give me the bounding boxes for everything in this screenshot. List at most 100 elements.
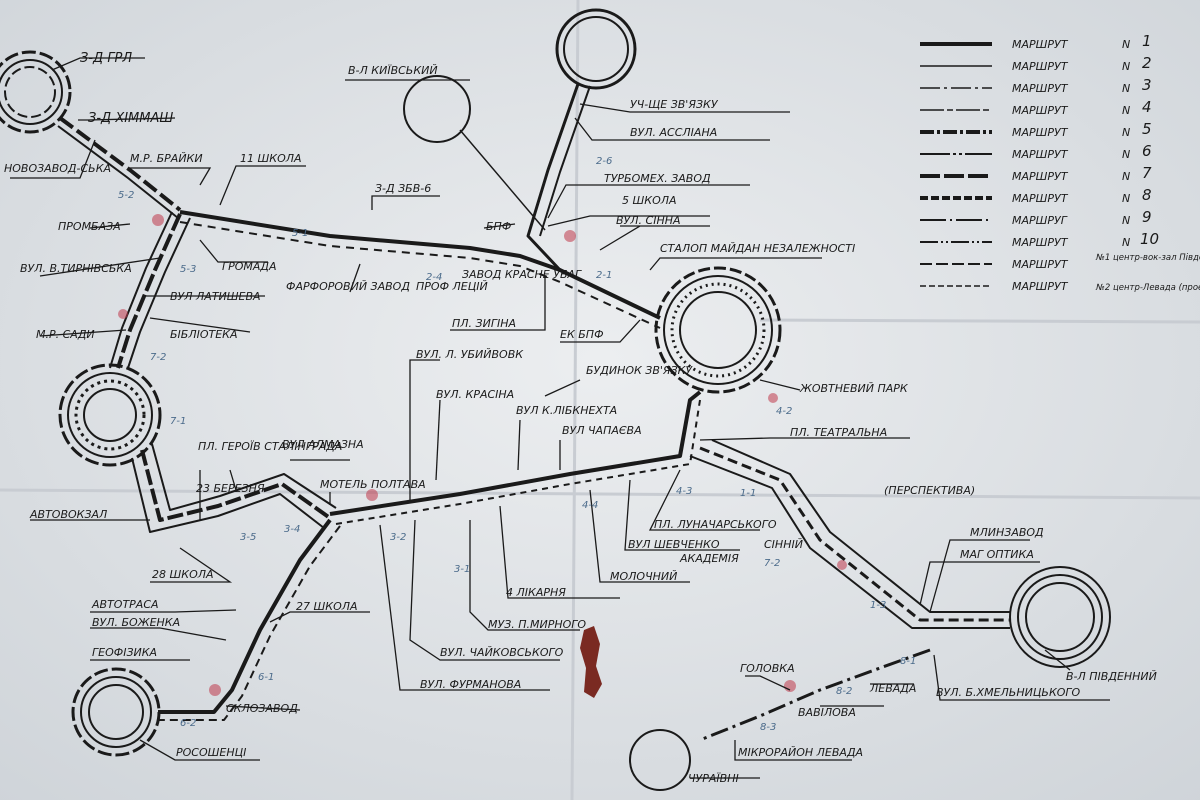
legend-label: МАРШРУГ [1012,214,1068,227]
terminal-zvyazku-ring [555,8,637,90]
legend-n: N [1122,38,1130,51]
label-molochnyi: МОЛОЧНИЙ [610,570,677,583]
code-label: 6-2 [180,718,196,729]
label-avtovokzal: АВТОВОКЗАЛ [29,508,107,521]
label-libknekhta: ВУЛ К.ЛІБКНЕХТА [516,404,617,417]
code-label: 8-1 [900,656,916,667]
route-network [57,83,1010,742]
label-lunacharskoho: ПЛ. ЛУНАЧАРСЬКОГО [654,518,777,531]
label-school5: 5 ШКОЛА [622,194,677,207]
legend-note: №2 центр-Левада (проект) [1095,283,1200,293]
route-braiky-maidan [179,210,661,320]
code-label: 1-3 [870,600,886,611]
route-gri-braiky-inner [57,125,179,219]
code-label: 3-5 [240,532,256,543]
label-berezia: 23 БЕРЕЗНЯ [196,482,265,495]
legend-n: N [1122,192,1130,205]
label-mikro: МІКРОРАЙОН ЛЕВАДА [738,746,863,759]
legend-n: N [1122,82,1130,95]
legend-label: МАРШРУТ [1012,60,1069,73]
route-levada-branch [699,648,931,742]
label-likarnia: 4 ЛІКАРНЯ [506,586,566,599]
route-sady-avtovokzal [140,449,332,522]
legend-number: 7 [1142,164,1152,182]
code-label: 1-1 [740,488,756,499]
legend-label: МАРШРУТ [1012,170,1069,183]
label-kyivskyi: В-Л КИЇВСЬКИЙ [348,64,438,77]
code-label: 3-2 [390,532,406,543]
label-levada: ЛЕВАДА [869,682,916,695]
label-zhovtnevyi: ЖОВТНЕВИЙ ПАРК [799,382,909,395]
label-vavilova: ВАВІЛОВА [798,706,856,719]
code-label: 3-4 [284,524,300,535]
route-center-pivdennyi [699,446,1010,622]
label-holovka: ГОЛОВКА [740,662,795,675]
legend-row: МАРШРУТ №2 центр-Левада (проект) [1012,280,1200,293]
terminal-zd-gri-ring [0,50,72,134]
paper-fold-horizontal-2 [759,318,1200,324]
code-label: 2-6 [596,156,612,167]
legend-number: 3 [1142,76,1152,94]
legend-number: 6 [1142,142,1152,160]
legend-number: 5 [1142,120,1152,138]
station-labels: З-Д ГРЛ З-Д ХІММАШ НОВОЗАВОД-СЬКА М.Р. Б… [4,51,1157,785]
code-label: 6-1 [258,672,274,683]
route-center-pivdennyi-2 [711,439,1010,613]
label-sady: М.Р. САДИ [36,328,95,341]
legend-n: N [1122,236,1130,249]
legend-n: N [1122,170,1130,183]
paper-fold-vertical [570,0,580,800]
legend-number: 2 [1142,54,1152,72]
label-farfor: ФАРФОРОВИЙ ЗАВОД [286,280,410,293]
route-south-rososhentsi [158,518,332,714]
code-label: 4-3 [676,486,692,497]
route-braiky-sady [116,213,182,369]
legend-number: 4 [1142,98,1152,116]
legend-number: 9 [1142,208,1152,226]
legend-swatches [920,42,992,287]
label-almazna: ВУЛ АЛМАЗНА [282,438,364,451]
label-zbv6: З-Д ЗБВ-6 [375,182,431,195]
legend-label: МАРШРУТ [1012,148,1069,161]
label-chuiivni: ЧУРАЇВНІ [688,772,739,785]
route-braiky-sady-2 [127,217,191,369]
code-label: 3-1 [454,564,470,575]
legend-row: МАРШРУТ №1 центр-вок-зал Південний [1012,253,1200,271]
label-prof: ПРОФ ЛЕЦІЙ [416,280,488,293]
code-label: 5-2 [118,190,134,201]
label-school11: 11 ШКОЛА [240,152,302,165]
label-biblioteka: БІБЛІОТЕКА [170,328,238,341]
legend-number: 1 [1142,32,1152,50]
legend-label: МАРШРУТ [1012,258,1069,271]
code-label: 5-1 [292,228,308,239]
route-braiky-sady-3 [109,211,173,369]
label-zavod-krasne: ЗАВОД КРАСНЕ УБАГ [462,268,582,281]
route-center-pivdennyi-3 [689,455,1010,629]
label-chaikovskoho: ВУЛ. ЧАЙКОВСЬКОГО [440,646,564,659]
label-krasina: ВУЛ. КРАСІНА [436,388,514,401]
label-chapaieva: ВУЛ ЧАПАЄВА [562,424,642,437]
label-motel: МОТЕЛЬ ПОЛТАВА [320,478,426,491]
label-ubiivovk: ВУЛ. Л. УБИЙВОВК [416,348,524,361]
legend-n: N [1122,148,1130,161]
label-bozhenka: ВУЛ. БОЖЕНКА [92,616,180,629]
legend-label: МАРШРУТ [1012,82,1069,95]
leader-lines [10,57,1110,779]
label-teatralna: ПЛ. ТЕАТРАЛЬНА [790,426,887,439]
route-sady-avtovokzal-2 [131,457,325,533]
label-optyka: МАГ ОПТИКА [960,548,1034,561]
code-label: 7-2 [764,558,780,569]
label-perespektiv: (ПЕРСПЕКТИВА) [884,484,975,497]
code-label: 5-3 [180,264,196,275]
label-heroiv: ПЛ. ГЕРОЇВ СТАЛІНГРАДА [198,440,342,453]
label-sinna: ВУЛ. СІННА [616,214,681,227]
